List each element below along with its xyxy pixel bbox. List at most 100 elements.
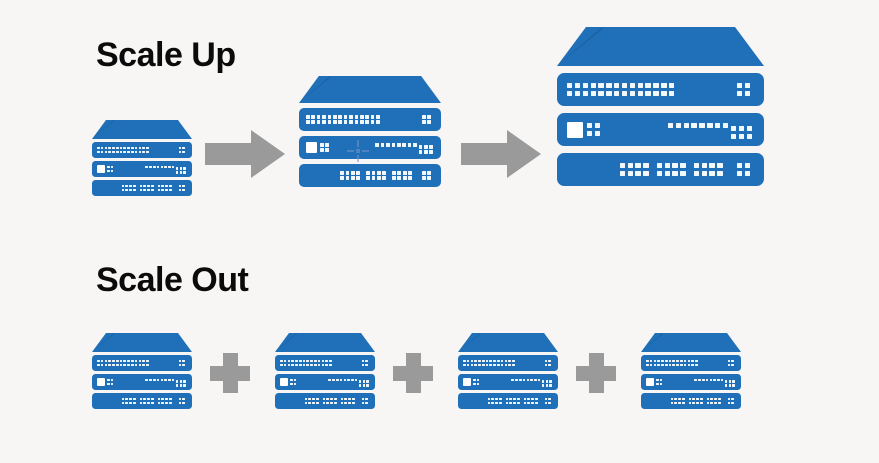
server-unit-gap bbox=[557, 146, 764, 153]
server-stack-out-4 bbox=[641, 333, 741, 409]
led-indicator-group bbox=[656, 378, 663, 386]
server-unit-gap bbox=[557, 66, 764, 73]
led-indicator-group bbox=[366, 170, 386, 181]
server-drive-bay bbox=[567, 121, 583, 138]
arrow-shaft bbox=[205, 143, 253, 165]
arrow-right-2 bbox=[461, 130, 541, 178]
led-indicator-group bbox=[418, 144, 433, 155]
led-indicator-group bbox=[107, 378, 114, 386]
led-indicator-group bbox=[340, 397, 355, 405]
server-drive-bay bbox=[646, 378, 654, 386]
server-drive-bay bbox=[97, 165, 105, 173]
server-stack-small bbox=[92, 120, 192, 196]
led-indicator-group bbox=[178, 397, 185, 405]
server-unit-top bbox=[275, 355, 375, 371]
led-indicator-group bbox=[646, 359, 698, 367]
server-lid bbox=[299, 76, 441, 103]
server-unit-middle bbox=[92, 374, 192, 390]
server-unit-top bbox=[299, 108, 441, 131]
server-drive-bay bbox=[306, 142, 317, 153]
led-indicator-group bbox=[280, 359, 332, 367]
server-unit-top bbox=[458, 355, 558, 371]
server-unit-top bbox=[92, 355, 192, 371]
server-unit-top bbox=[641, 355, 741, 371]
server-unit-middle bbox=[92, 161, 192, 177]
led-indicator-group bbox=[139, 184, 154, 192]
server-unit-top bbox=[92, 142, 192, 158]
plus-3 bbox=[576, 353, 616, 393]
led-indicator-group bbox=[178, 359, 185, 367]
server-unit-bottom bbox=[557, 153, 764, 186]
server-lid bbox=[557, 27, 764, 66]
server-lid bbox=[641, 333, 741, 352]
server-unit-middle bbox=[641, 374, 741, 390]
led-indicator-group bbox=[567, 82, 675, 97]
led-indicator-group bbox=[328, 378, 358, 382]
led-indicator-group bbox=[727, 397, 734, 405]
led-indicator-group bbox=[706, 397, 721, 405]
led-indicator-group bbox=[727, 359, 734, 367]
plus-vertical-bar bbox=[588, 353, 604, 393]
led-indicator-group bbox=[320, 142, 330, 153]
server-unit-middle bbox=[458, 374, 558, 390]
led-indicator-group bbox=[306, 114, 380, 125]
led-indicator-group bbox=[139, 397, 154, 405]
server-unit-bottom bbox=[299, 164, 441, 187]
server-unit-bottom bbox=[641, 393, 741, 409]
server-stack-out-1 bbox=[92, 333, 192, 409]
led-indicator-group bbox=[178, 146, 185, 154]
arrow-head bbox=[507, 130, 541, 178]
led-indicator-group bbox=[175, 167, 186, 174]
led-indicator-group bbox=[487, 397, 502, 405]
arrow-right-1 bbox=[205, 130, 285, 178]
led-indicator-group bbox=[97, 359, 149, 367]
page-title-scale-up: Scale Up bbox=[96, 36, 236, 74]
server-unit-bottom bbox=[275, 393, 375, 409]
server-unit-middle bbox=[557, 113, 764, 146]
plus-vertical-bar bbox=[222, 353, 238, 393]
led-indicator-group bbox=[175, 380, 186, 387]
server-stack-out-2 bbox=[275, 333, 375, 409]
plus-2 bbox=[393, 353, 433, 393]
server-lid bbox=[92, 333, 192, 352]
led-indicator-group bbox=[736, 82, 750, 97]
led-indicator-group bbox=[463, 359, 515, 367]
plus-vertical-bar bbox=[405, 353, 421, 393]
server-lid bbox=[92, 120, 192, 139]
led-indicator-group bbox=[587, 122, 601, 137]
server-drive-bay bbox=[97, 378, 105, 386]
led-indicator-group bbox=[121, 184, 136, 192]
led-indicator-group bbox=[544, 397, 551, 405]
server-unit-gap bbox=[557, 106, 764, 113]
led-indicator-group bbox=[667, 122, 729, 129]
led-indicator-group bbox=[157, 397, 172, 405]
led-indicator-group bbox=[361, 359, 368, 367]
led-indicator-group bbox=[421, 114, 431, 125]
led-indicator-group bbox=[656, 162, 686, 177]
led-indicator-group bbox=[375, 142, 417, 147]
led-indicator-group bbox=[322, 397, 337, 405]
led-indicator-group bbox=[121, 397, 136, 405]
led-indicator-group bbox=[304, 397, 319, 405]
led-indicator-group bbox=[693, 162, 723, 177]
page-title-scale-out: Scale Out bbox=[96, 261, 249, 299]
server-lid bbox=[458, 333, 558, 352]
server-unit-middle bbox=[299, 136, 441, 159]
server-drive-bay bbox=[280, 378, 288, 386]
led-indicator-group bbox=[145, 378, 175, 382]
server-unit-bottom bbox=[92, 393, 192, 409]
led-indicator-group bbox=[107, 165, 114, 173]
led-indicator-group bbox=[97, 146, 149, 154]
arrow-shaft bbox=[461, 143, 509, 165]
led-indicator-group bbox=[178, 184, 185, 192]
led-indicator-group bbox=[724, 380, 735, 387]
led-indicator-group bbox=[421, 170, 431, 181]
led-indicator-group bbox=[358, 380, 369, 387]
led-indicator-group bbox=[157, 184, 172, 192]
arrow-head bbox=[251, 130, 285, 178]
led-indicator-group bbox=[544, 359, 551, 367]
server-unit-bottom bbox=[458, 393, 558, 409]
led-indicator-group bbox=[619, 162, 649, 177]
led-indicator-group bbox=[541, 380, 552, 387]
